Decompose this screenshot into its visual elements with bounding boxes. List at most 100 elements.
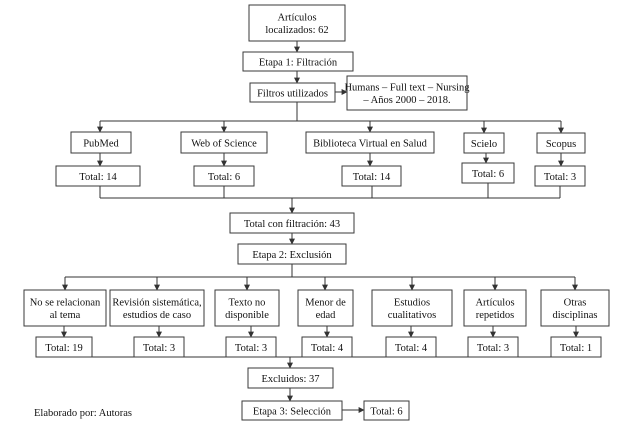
node-t-pubmed: Total: 14 xyxy=(55,165,141,187)
node-box xyxy=(35,336,93,358)
node-label: edad xyxy=(316,310,337,321)
node-label: Total: 3 xyxy=(544,172,576,183)
node-box xyxy=(109,289,205,327)
node-box xyxy=(241,400,343,421)
node-revision: Revisión sistemática,estudios de caso xyxy=(109,289,205,327)
node-scielo: Scielo xyxy=(463,132,505,154)
node-label: Otras xyxy=(564,298,587,309)
node-label: Humans – Full text – Nursing xyxy=(344,83,470,94)
node-t-no-relacionan: Total: 19 xyxy=(35,336,93,358)
credit-text: Elaborado por: Autoras xyxy=(34,408,132,419)
node-label: repetidos xyxy=(476,310,515,321)
node-humans: Humans – Full text – Nursing– Años 2000 … xyxy=(344,75,470,111)
node-label: Total: 6 xyxy=(370,406,402,417)
node-label: – Años 2000 – 2018. xyxy=(362,95,450,106)
node-excluidos: Excluidos: 37 xyxy=(247,367,334,389)
node-box xyxy=(467,336,519,358)
node-wos: Web of Science xyxy=(180,131,268,154)
node-label: Excluidos: 37 xyxy=(261,374,319,385)
node-label: al tema xyxy=(50,310,81,321)
node-box xyxy=(463,289,527,327)
node-filtros: Filtros utilizados xyxy=(249,82,336,103)
node-box xyxy=(305,131,435,154)
node-box xyxy=(297,289,354,327)
node-pubmed: PubMed xyxy=(70,131,132,154)
node-box xyxy=(536,132,586,154)
node-label: Web of Science xyxy=(191,138,257,149)
node-box xyxy=(242,51,354,72)
node-label: Total: 6 xyxy=(208,172,240,183)
node-t-scopus: Total: 3 xyxy=(534,165,586,187)
node-t-bvs: Total: 14 xyxy=(341,165,402,187)
node-label: Artículos xyxy=(277,13,316,24)
node-label: Total con filtración: 43 xyxy=(244,219,340,230)
node-box xyxy=(229,212,355,234)
node-etapa2: Etapa 2: Exclusión xyxy=(237,243,347,265)
node-box xyxy=(540,289,610,327)
node-box xyxy=(249,82,336,103)
node-box xyxy=(193,165,255,187)
node-label: Biblioteca Virtual en Salud xyxy=(313,138,428,149)
node-box xyxy=(237,243,347,265)
node-label: Total: 3 xyxy=(477,343,509,354)
node-label: Total: 3 xyxy=(235,343,267,354)
node-box xyxy=(214,289,280,327)
node-label: Artículos xyxy=(475,298,514,309)
node-box xyxy=(363,400,410,421)
node-box xyxy=(534,165,586,187)
node-t-revision: Total: 3 xyxy=(133,336,185,358)
node-label: Estudios xyxy=(394,298,430,309)
node-t-wos: Total: 6 xyxy=(193,165,255,187)
node-label: disponible xyxy=(225,310,269,321)
node-label: Texto no xyxy=(229,298,266,309)
node-box xyxy=(385,336,437,358)
node-label: Total: 6 xyxy=(472,169,504,180)
node-box xyxy=(180,131,268,154)
node-label: Scielo xyxy=(471,139,497,150)
node-total-final: Total: 6 xyxy=(363,400,410,421)
node-label: Total: 4 xyxy=(395,343,428,354)
node-t-menor: Total: 4 xyxy=(301,336,353,358)
node-box xyxy=(23,289,107,327)
node-total-filtracion: Total con filtración: 43 xyxy=(229,212,355,234)
node-t-scielo: Total: 6 xyxy=(461,162,515,184)
node-t-cualitativos: Total: 4 xyxy=(385,336,437,358)
node-label: Revisión sistemática, xyxy=(112,298,201,309)
node-label: Total: 14 xyxy=(353,172,391,183)
node-label: Menor de xyxy=(305,298,346,309)
node-label: Etapa 3: Selección xyxy=(253,406,332,417)
node-box xyxy=(550,336,602,358)
node-box xyxy=(70,131,132,154)
node-box xyxy=(341,165,402,187)
node-label: PubMed xyxy=(83,138,119,149)
node-t-otras: Total: 1 xyxy=(550,336,602,358)
node-scopus: Scopus xyxy=(536,132,586,154)
node-box xyxy=(133,336,185,358)
node-box xyxy=(55,165,141,187)
node-label: localizados: 62 xyxy=(265,25,328,36)
node-label: estudios de caso xyxy=(123,310,191,321)
node-label: Total: 4 xyxy=(311,343,344,354)
node-box xyxy=(301,336,353,358)
node-label: cualitativos xyxy=(388,310,436,321)
node-box xyxy=(461,162,515,184)
node-label: Total: 14 xyxy=(79,172,117,183)
node-label: Total: 3 xyxy=(143,343,175,354)
node-bvs: Biblioteca Virtual en Salud xyxy=(305,131,435,154)
node-label: Etapa 2: Exclusión xyxy=(252,250,332,261)
node-t-texto-no: Total: 3 xyxy=(225,336,277,358)
node-label: Total: 1 xyxy=(560,343,592,354)
node-box xyxy=(247,367,334,389)
node-label: Filtros utilizados xyxy=(257,88,328,99)
node-label: Scopus xyxy=(546,139,576,150)
node-box xyxy=(463,132,505,154)
node-box xyxy=(346,75,468,111)
